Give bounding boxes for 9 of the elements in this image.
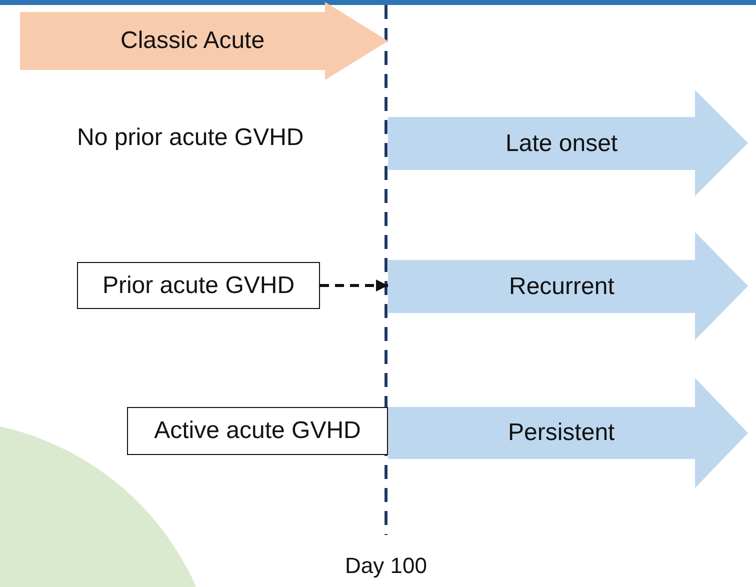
arrow — [320, 280, 388, 292]
phase-label: Recurrent — [509, 272, 614, 300]
phase-label: Classic Acute — [120, 27, 265, 55]
condition-box: Active acute GVHD — [127, 407, 388, 455]
phase-label: Persistent — [508, 419, 615, 447]
condition-box: Prior acute GVHD — [77, 262, 320, 309]
phase-label: Late onset — [506, 130, 618, 158]
axis-label: Day 100 — [345, 553, 427, 579]
note-text: No prior acute GVHD — [77, 124, 304, 152]
